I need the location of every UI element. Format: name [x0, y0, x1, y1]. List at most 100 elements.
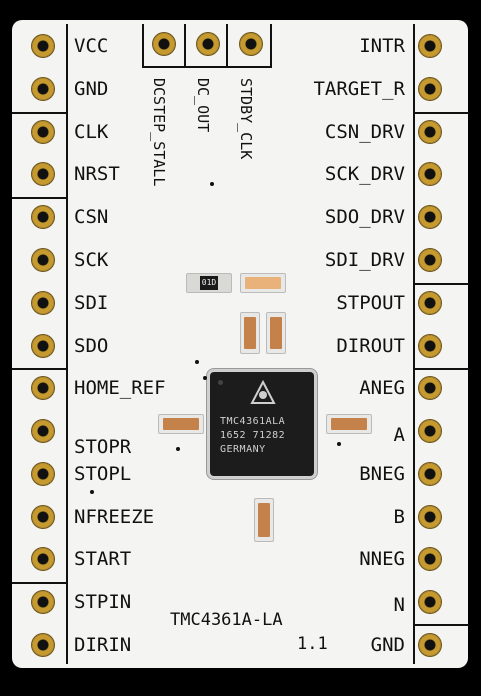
label-csn-drv: CSN_DRV — [324, 121, 405, 143]
pad-gnd-left — [32, 78, 54, 100]
label-bneg: BNEG — [359, 463, 405, 485]
pad-stpin — [32, 591, 54, 613]
pad-nrst — [32, 163, 54, 185]
label-sdi-drv: SDI_DRV — [324, 249, 405, 271]
silk-right-group-3 — [413, 368, 469, 370]
pad-home-ref — [32, 377, 54, 399]
via — [195, 360, 199, 364]
pad-stopl — [32, 463, 54, 485]
pad-sck — [32, 249, 54, 271]
silk-right-group-1 — [413, 112, 469, 114]
pad-gnd-right — [419, 634, 441, 656]
pad-dirin — [32, 634, 54, 656]
pin1-dot — [218, 380, 223, 385]
silk-top-divider-3 — [226, 24, 228, 68]
trinamic-logo-icon — [250, 380, 276, 404]
pad-csn-drv — [419, 121, 441, 143]
pad-bneg — [419, 463, 441, 485]
pad-sdo — [32, 335, 54, 357]
label-sck-drv: SCK_DRV — [324, 163, 405, 185]
pad-sdo-drv — [419, 206, 441, 228]
pad-dcstep-stall — [153, 33, 175, 55]
via — [210, 182, 214, 186]
label-stpout: STPOUT — [336, 292, 405, 314]
via — [90, 490, 94, 494]
pad-dc-out — [197, 33, 219, 55]
silk-right-divider — [413, 24, 415, 664]
capacitor-c1 — [240, 312, 260, 354]
pad-sdi-drv — [419, 249, 441, 271]
label-start: START — [74, 548, 132, 570]
label-stdby-clk: STDBY_CLK — [237, 78, 255, 160]
label-stopl: STOPL — [74, 463, 132, 485]
via — [203, 376, 207, 380]
label-nfreeze: NFREEZE — [74, 506, 155, 528]
label-sdo: SDO — [74, 335, 109, 357]
label-dcstep-stall: DCSTEP_STALL — [150, 78, 168, 187]
label-sdi: SDI — [74, 292, 109, 314]
via — [176, 447, 180, 451]
board-version-label: 1.1 — [297, 634, 328, 654]
pad-n — [419, 591, 441, 613]
pad-stpout — [419, 292, 441, 314]
tmc4361a-chip: TMC4361ALA 1652 71282 GERMANY — [210, 372, 314, 476]
pad-sck-drv — [419, 163, 441, 185]
label-n: N — [393, 594, 405, 616]
pad-dirout — [419, 335, 441, 357]
label-nneg: NNEG — [359, 548, 405, 570]
capacitor-c3 — [158, 414, 204, 434]
silk-top-divider-2 — [184, 24, 186, 68]
chip-marking-line2: 1652 71282 — [220, 430, 286, 441]
label-clk: CLK — [74, 121, 109, 143]
board-name-label: TMC4361A-LA — [170, 610, 283, 630]
label-a: A — [393, 424, 405, 446]
capacitor-c5 — [254, 498, 274, 542]
pad-nfreeze — [32, 506, 54, 528]
silk-top-divider-4 — [270, 24, 272, 68]
label-sdo-drv: SDO_DRV — [324, 206, 405, 228]
silk-right-group-2 — [413, 283, 469, 285]
pad-clk — [32, 121, 54, 143]
label-gnd-right: GND — [370, 634, 405, 656]
label-dirout: DIROUT — [336, 335, 405, 357]
pad-stopr — [32, 420, 54, 442]
capacitor-c4 — [326, 414, 372, 434]
pad-start — [32, 548, 54, 570]
chip-marking-line1: TMC4361ALA — [220, 416, 286, 427]
silk-left-group-2 — [12, 197, 68, 199]
silk-top-bottom — [142, 66, 272, 68]
silk-right-group-4 — [413, 624, 469, 626]
label-stpin: STPIN — [74, 591, 132, 613]
pad-nneg — [419, 548, 441, 570]
silk-left-group-3 — [12, 368, 68, 370]
pad-vcc — [32, 35, 54, 57]
pad-a — [419, 420, 441, 442]
led-status — [240, 273, 286, 293]
label-aneg: ANEG — [359, 377, 405, 399]
silk-left-divider — [66, 24, 68, 664]
label-dirin: DIRIN — [74, 634, 132, 656]
pad-target-r — [419, 78, 441, 100]
label-gnd-left: GND — [74, 78, 109, 100]
pad-b — [419, 506, 441, 528]
label-b: B — [393, 506, 405, 528]
silk-left-group-4 — [12, 582, 68, 584]
label-stopr: STOPR — [74, 436, 132, 458]
resistor-r1: 01D — [186, 273, 232, 293]
label-home-ref: HOME_REF — [74, 377, 166, 399]
label-nrst: NRST — [74, 163, 120, 185]
pad-intr — [419, 35, 441, 57]
resistor-marking: 01D — [200, 276, 218, 290]
label-dc-out: DC_OUT — [194, 78, 212, 133]
pad-sdi — [32, 292, 54, 314]
silk-top-divider-1 — [142, 24, 144, 68]
pad-csn — [32, 206, 54, 228]
chip-marking-line3: GERMANY — [220, 444, 266, 455]
silk-left-group-1 — [12, 112, 68, 114]
label-intr: INTR — [359, 35, 405, 57]
label-sck: SCK — [74, 249, 109, 271]
pad-aneg — [419, 377, 441, 399]
via — [337, 442, 341, 446]
capacitor-c2 — [266, 312, 286, 354]
label-csn: CSN — [74, 206, 109, 228]
